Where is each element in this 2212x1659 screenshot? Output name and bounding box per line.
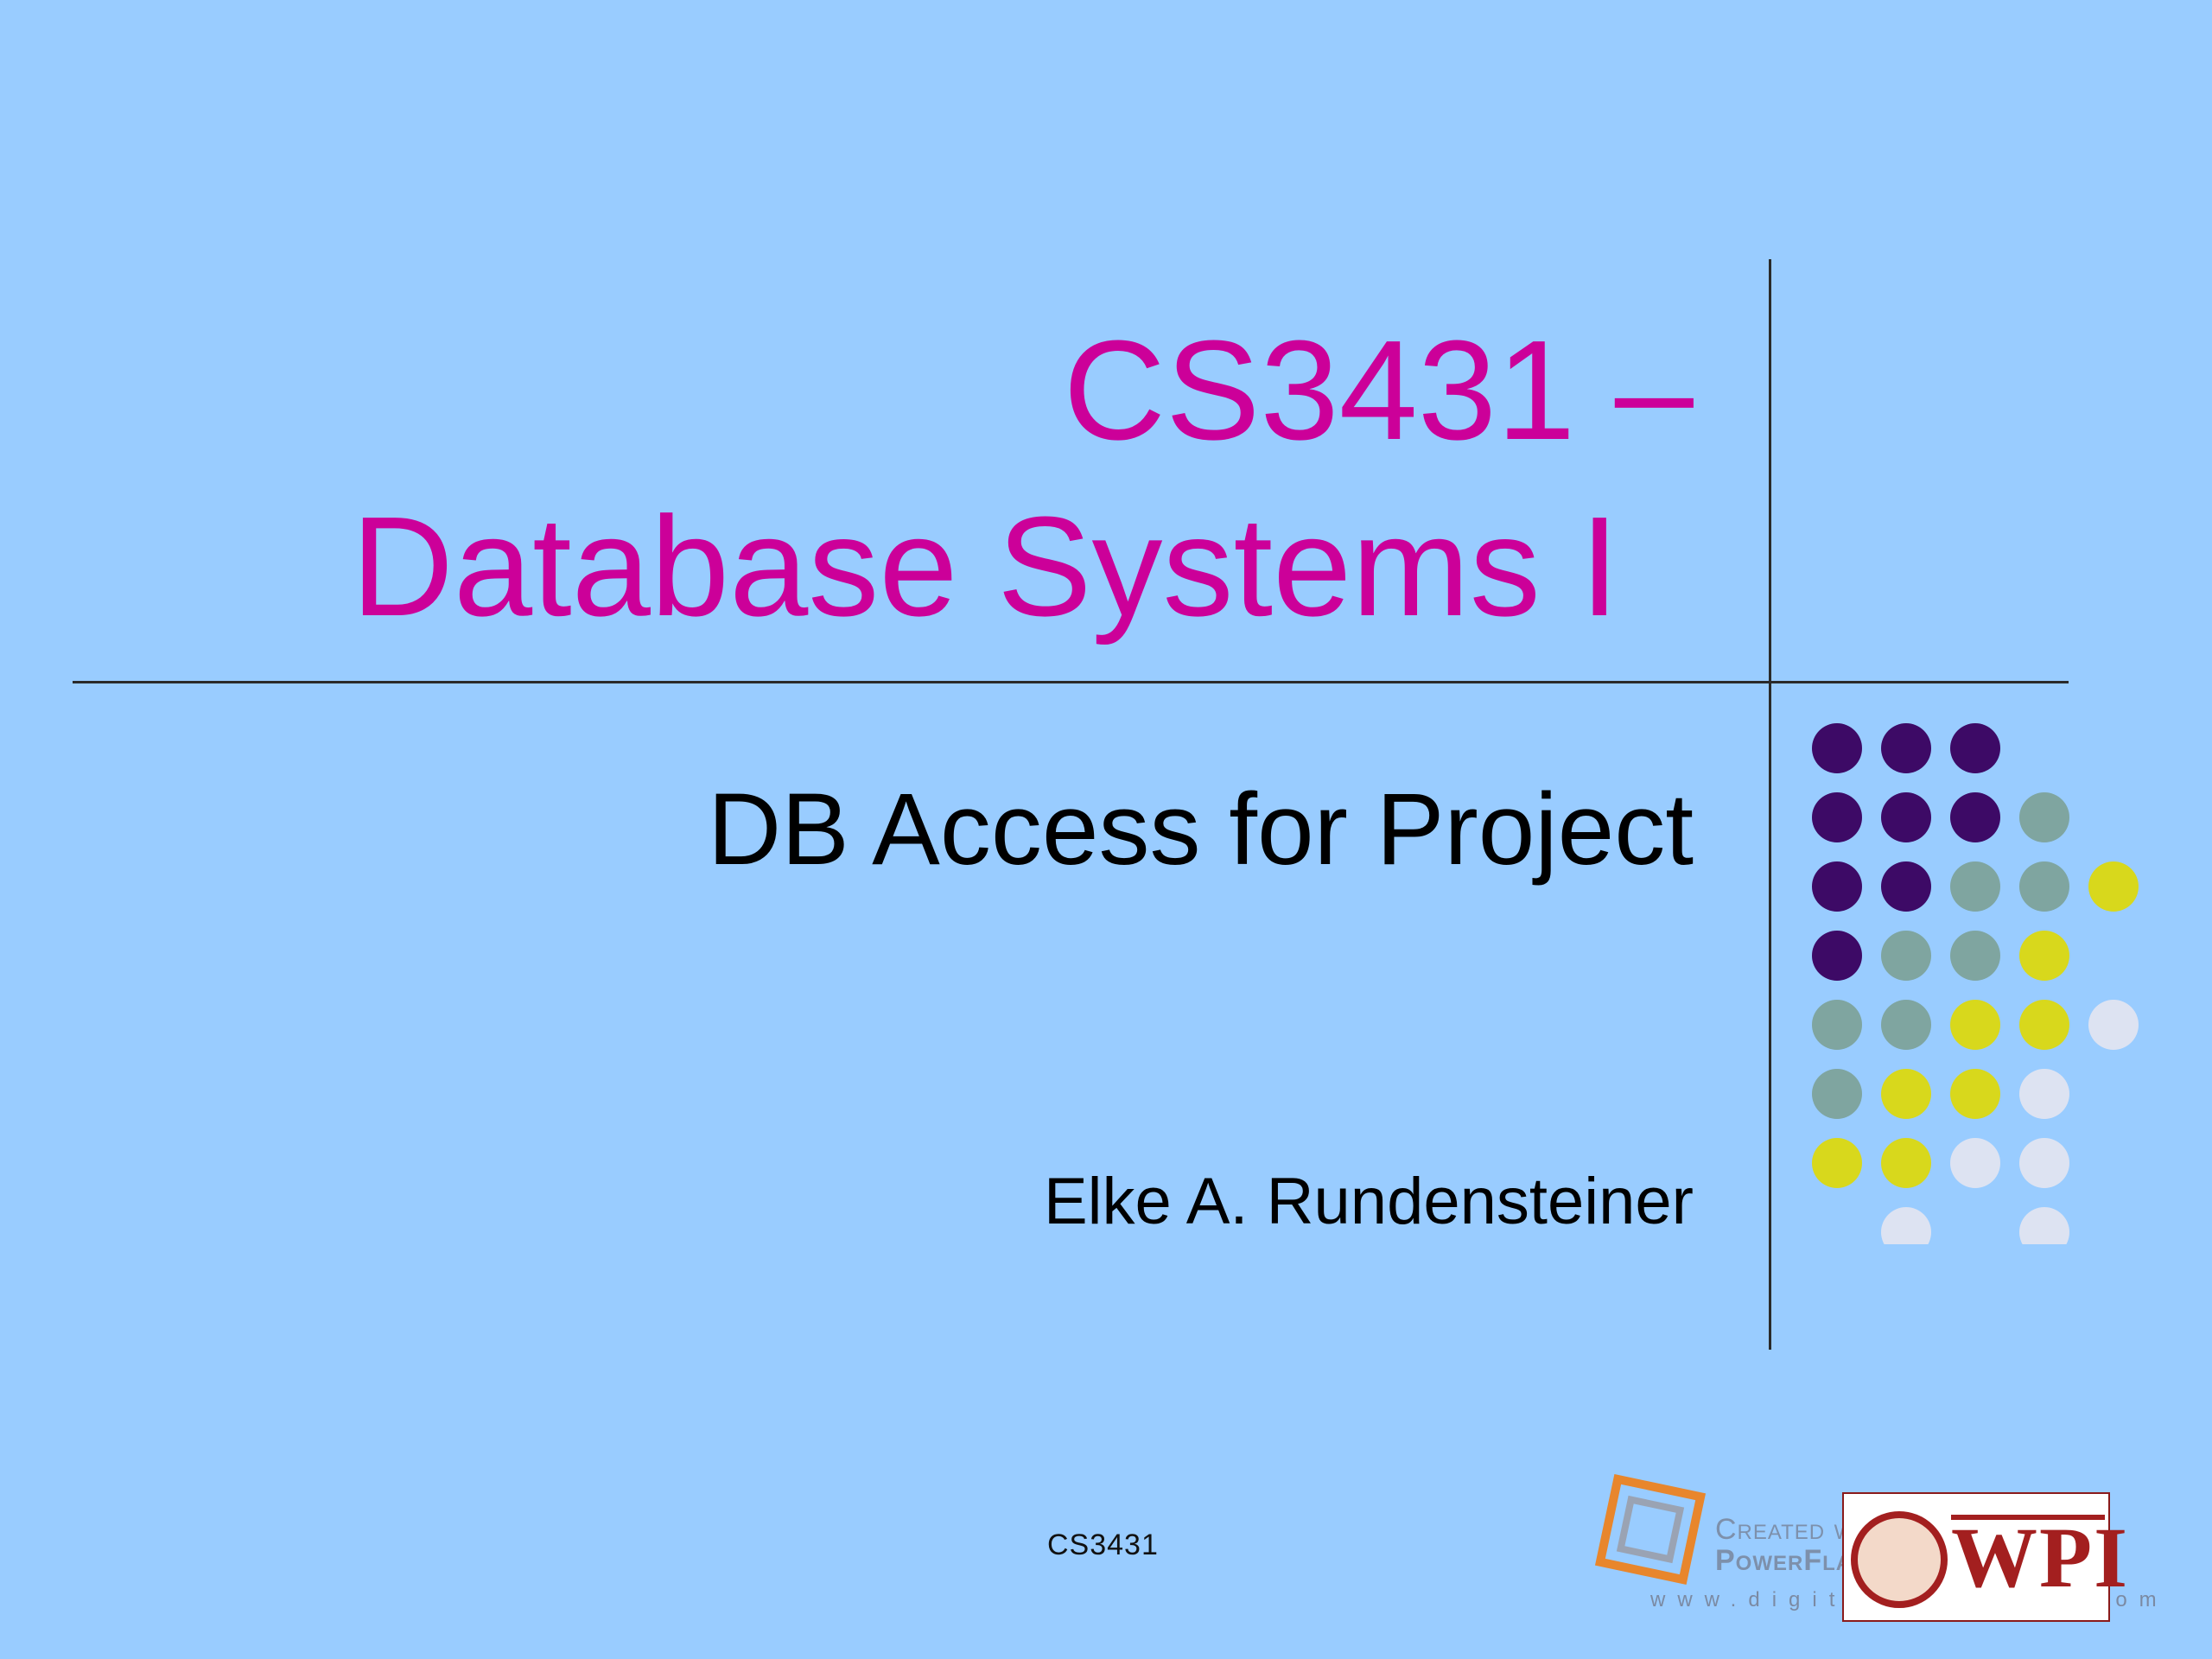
wpi-logo-bar — [1951, 1515, 2105, 1520]
decorative-dot-grid — [1812, 723, 2139, 1244]
decor-dot — [1950, 1000, 2000, 1050]
decor-dot — [1812, 1069, 1862, 1119]
decor-dot — [1950, 1069, 2000, 1119]
decor-dot — [1950, 723, 2000, 773]
title-line-2: Database Systems I — [351, 487, 1619, 645]
decor-dot — [1812, 861, 1862, 912]
decor-dot — [1812, 1138, 1862, 1188]
slide-subtitle: DB Access for Project — [707, 772, 1694, 887]
decor-dot — [1950, 931, 2000, 981]
decor-dot — [1950, 861, 2000, 912]
horizontal-rule — [73, 681, 2069, 683]
wpi-seal-icon — [1851, 1511, 1948, 1608]
vertical-rule — [1769, 259, 1771, 1350]
decor-dot — [1812, 1000, 1862, 1050]
decor-dot — [1881, 792, 1931, 842]
title-line-1: CS3431 – — [1063, 311, 1694, 469]
decor-dot — [1881, 723, 1931, 773]
decor-dot — [2019, 1207, 2069, 1244]
decor-dot — [2019, 931, 2069, 981]
slide-author: Elke A. Rundensteiner — [1043, 1165, 1694, 1238]
decor-dot — [1950, 792, 2000, 842]
decor-dot — [2019, 1069, 2069, 1119]
slide-title: CS3431 – Database Systems I — [173, 302, 1694, 655]
decor-dot — [1881, 931, 1931, 981]
decor-dot — [1881, 1138, 1931, 1188]
decor-dot — [1812, 931, 1862, 981]
decor-dot — [1950, 1138, 2000, 1188]
decor-dot — [1881, 1000, 1931, 1050]
decor-dot — [1881, 861, 1931, 912]
created-with-logo-icon — [1594, 1473, 1707, 1586]
decor-dot — [1881, 1069, 1931, 1119]
decor-dot — [2019, 1000, 2069, 1050]
decor-dot — [1881, 1207, 1931, 1244]
decor-dot — [2088, 861, 2139, 912]
wpi-logo: WPI — [1842, 1492, 2127, 1622]
wpi-logo-text: WPI — [1951, 1510, 2129, 1605]
footer-label: CS3431 — [1047, 1529, 1159, 1561]
decor-dot — [1812, 723, 1862, 773]
decor-dot — [2019, 861, 2069, 912]
decor-dot — [1812, 792, 1862, 842]
decor-dot — [2088, 1000, 2139, 1050]
decor-dot — [2019, 792, 2069, 842]
decor-dot — [2019, 1138, 2069, 1188]
